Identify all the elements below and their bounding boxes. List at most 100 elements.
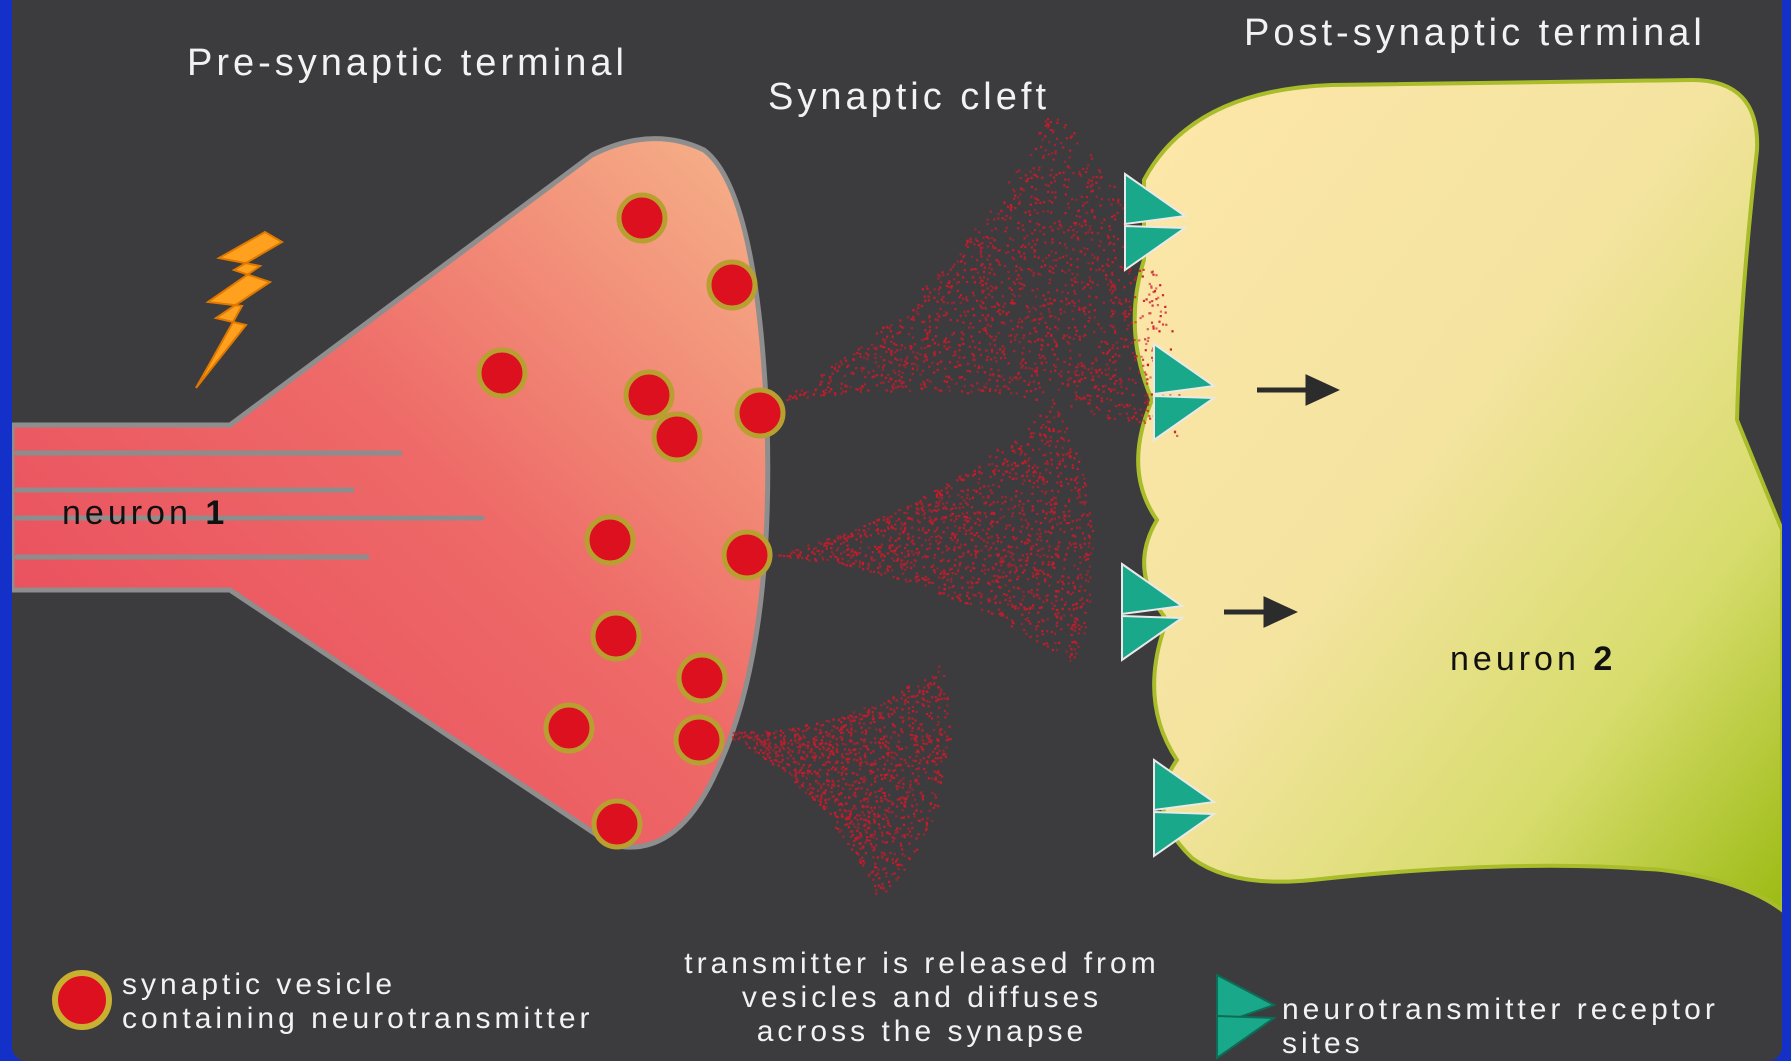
neurotransmitter-particle [909, 786, 911, 788]
neurotransmitter-particle [1072, 520, 1074, 522]
neurotransmitter-particle [746, 743, 748, 745]
neurotransmitter-particle [854, 817, 856, 819]
neurotransmitter-particle [868, 528, 870, 530]
neurotransmitter-particle [1000, 564, 1002, 566]
neurotransmitter-particle [850, 836, 852, 838]
neurotransmitter-particle [803, 764, 805, 766]
neurotransmitter-particle [828, 735, 830, 737]
neurotransmitter-particle [1056, 625, 1058, 627]
neurotransmitter-particle [733, 732, 735, 734]
neurotransmitter-particle [944, 731, 946, 733]
neurotransmitter-particle [1118, 404, 1120, 406]
neurotransmitter-particle [971, 256, 973, 258]
neurotransmitter-particle [912, 368, 914, 370]
neurotransmitter-particle [1009, 597, 1011, 599]
neurotransmitter-particle [854, 720, 856, 722]
neurotransmitter-particle [959, 377, 961, 379]
neurotransmitter-particle [762, 752, 764, 754]
neurotransmitter-particle [801, 767, 803, 769]
neurotransmitter-particle [1009, 571, 1011, 573]
neurotransmitter-particle [1010, 564, 1012, 566]
neurotransmitter-particle [951, 539, 953, 541]
neurotransmitter-particle [931, 717, 933, 719]
neurotransmitter-particle [1101, 372, 1103, 374]
neurotransmitter-particle [1014, 339, 1016, 341]
neurotransmitter-particle [989, 583, 991, 585]
neurotransmitter-particle [890, 391, 892, 393]
neurotransmitter-particle [938, 293, 940, 295]
neurotransmitter-particle [954, 592, 956, 594]
neurotransmitter-particle [882, 559, 884, 561]
neurotransmitter-particle [1000, 210, 1002, 212]
neurotransmitter-particle [1003, 593, 1005, 595]
neurotransmitter-particle [807, 391, 809, 393]
neurotransmitter-particle [844, 824, 846, 826]
neurotransmitter-particle [1016, 334, 1018, 336]
neurotransmitter-particle [1003, 516, 1005, 518]
neurotransmitter-particle [873, 819, 875, 821]
neurotransmitter-particle [803, 751, 805, 753]
neurotransmitter-particle [1036, 595, 1038, 597]
neurotransmitter-particle [798, 728, 800, 730]
neurotransmitter-particle [858, 348, 860, 350]
neurotransmitter-particle [895, 829, 897, 831]
neurotransmitter-particle [850, 751, 852, 753]
neurotransmitter-particle [937, 772, 939, 774]
neurotransmitter-particle [1048, 308, 1050, 310]
neurotransmitter-particle [1135, 321, 1137, 323]
neurotransmitter-particle [1062, 382, 1064, 384]
neurotransmitter-particle [1109, 324, 1111, 326]
neurotransmitter-particle [994, 357, 996, 359]
neurotransmitter-particle [1021, 352, 1023, 354]
neurotransmitter-particle [906, 566, 908, 568]
neurotransmitter-particle [975, 545, 977, 547]
neurotransmitter-particle [756, 742, 758, 744]
neurotransmitter-particle [965, 516, 967, 518]
neurotransmitter-particle [920, 500, 922, 502]
neurotransmitter-particle [956, 273, 958, 275]
neurotransmitter-particle [995, 602, 997, 604]
neurotransmitter-particle [989, 598, 991, 600]
neurotransmitter-particle [887, 820, 889, 822]
neurotransmitter-particle [753, 732, 755, 734]
neurotransmitter-particle [804, 392, 806, 394]
neurotransmitter-particle [1091, 209, 1093, 211]
neurotransmitter-particle [782, 767, 784, 769]
neurotransmitter-particle [1058, 516, 1060, 518]
neurotransmitter-particle [1009, 476, 1011, 478]
neurotransmitter-particle [998, 263, 1000, 265]
neurotransmitter-particle [830, 556, 832, 558]
neurotransmitter-particle [865, 733, 867, 735]
neurotransmitter-particle [959, 562, 961, 564]
neurotransmitter-particle [769, 757, 771, 759]
neurotransmitter-particle [1049, 445, 1051, 447]
neurotransmitter-particle [984, 512, 986, 514]
neurotransmitter-particle [1047, 645, 1049, 647]
neurotransmitter-particle [945, 746, 947, 748]
neurotransmitter-particle [911, 327, 913, 329]
neurotransmitter-particle [901, 344, 903, 346]
neurotransmitter-particle [799, 746, 801, 748]
neurotransmitter-particle [1067, 379, 1069, 381]
neurotransmitter-particle [875, 361, 877, 363]
neurotransmitter-particle [817, 782, 819, 784]
neurotransmitter-particle [872, 771, 874, 773]
neurotransmitter-particle [1030, 196, 1032, 198]
neurotransmitter-particle [1132, 352, 1134, 354]
neurotransmitter-particle [925, 532, 927, 534]
neurotransmitter-particle [863, 745, 865, 747]
neurotransmitter-particle [1074, 277, 1076, 279]
neurotransmitter-particle [885, 872, 887, 874]
neurotransmitter-particle [918, 551, 920, 553]
neurotransmitter-particle [828, 780, 830, 782]
neurotransmitter-particle [1113, 243, 1115, 245]
neurotransmitter-particle [1143, 300, 1145, 302]
neurotransmitter-particle [1040, 532, 1042, 534]
neurotransmitter-particle [884, 814, 886, 816]
neurotransmitter-particle [1039, 556, 1041, 558]
neurotransmitter-particle [1030, 433, 1032, 435]
neurotransmitter-particle [881, 857, 883, 859]
neurotransmitter-particle [956, 595, 958, 597]
neurotransmitter-particle [1080, 175, 1082, 177]
neurotransmitter-particle [1020, 277, 1022, 279]
